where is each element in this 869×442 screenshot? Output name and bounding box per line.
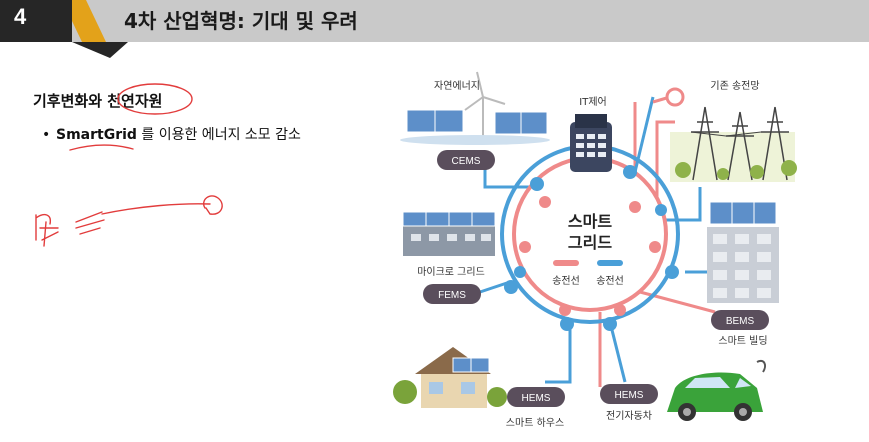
electric-car-illustration — [667, 360, 766, 421]
hems-ev-badge — [600, 384, 658, 404]
topic-heading: 기후변화와 천연자원 — [33, 92, 163, 110]
slide-number-box — [0, 0, 72, 42]
bullet-dot: • — [42, 127, 51, 143]
it-control-label: IT제어 — [579, 96, 606, 108]
header-accent-strip — [62, 0, 128, 58]
it-terminal-illustration — [570, 114, 612, 172]
hems-ev-badge-text: HEMS — [615, 390, 644, 401]
legend-red-label: 송전선 — [552, 275, 580, 287]
bullet-text: 를 이용한 에너지 소모 감소 — [136, 127, 301, 143]
legend-blue-label: 송전선 — [596, 275, 624, 287]
pylons-illustration — [670, 106, 795, 182]
smart-grid-diagram: 스마트 그리드 송전선 송전선 자연에너지 CEMS IT제어 — [393, 71, 797, 429]
circle-annotation — [117, 83, 193, 115]
arrow-line-annotation — [101, 203, 211, 215]
smart-building-label: 스마트 빌딩 — [718, 335, 767, 347]
fems-badge — [423, 284, 481, 304]
center-title-line1: 스마트 — [568, 212, 612, 231]
loop-annotation — [203, 195, 223, 215]
building-illustration — [707, 201, 779, 303]
legend-blue-swatch — [597, 260, 623, 266]
line-hems-house — [545, 327, 572, 384]
legend-red-swatch — [553, 260, 579, 266]
line-grid-red — [655, 120, 675, 197]
solar-wind-illustration — [400, 71, 550, 145]
bems-badge — [711, 310, 769, 330]
micro-grid-label: 마이크로 그리드 — [417, 266, 485, 278]
smart-house-label: 스마트 하우스 — [506, 416, 564, 429]
scribble-lines — [75, 211, 105, 235]
ev-label: 전기자동차 — [606, 410, 652, 422]
slide-number: 4 — [14, 4, 27, 29]
slide-title: 4차 산업혁명: 기대 및 우려 — [124, 9, 358, 33]
existing-grid-label: 기존 송전망 — [710, 80, 759, 92]
scribble-annotation — [35, 213, 59, 247]
bullet-bold-term: SmartGrid — [56, 127, 137, 143]
hems-house-badge-text: HEMS — [522, 393, 551, 404]
hems-house-badge — [507, 387, 565, 407]
line-hems-ev — [608, 321, 627, 383]
bems-badge-text: BEMS — [726, 316, 755, 327]
slide-header — [0, 0, 869, 42]
fems-badge-text: FEMS — [438, 290, 466, 301]
center-title-line2: 그리드 — [568, 233, 612, 252]
bullet-item: • SmartGrid 를 이용한 에너지 소모 감소 — [42, 124, 301, 144]
handwritten-annotations — [35, 83, 223, 247]
cems-badge-text: CEMS — [452, 156, 481, 167]
factory-illustration — [402, 211, 496, 256]
line-cems — [483, 162, 537, 189]
underline-annotation — [69, 144, 134, 151]
cems-badge — [437, 150, 495, 170]
house-illustration — [393, 347, 507, 408]
renewable-label: 자연에너지 — [434, 80, 480, 92]
